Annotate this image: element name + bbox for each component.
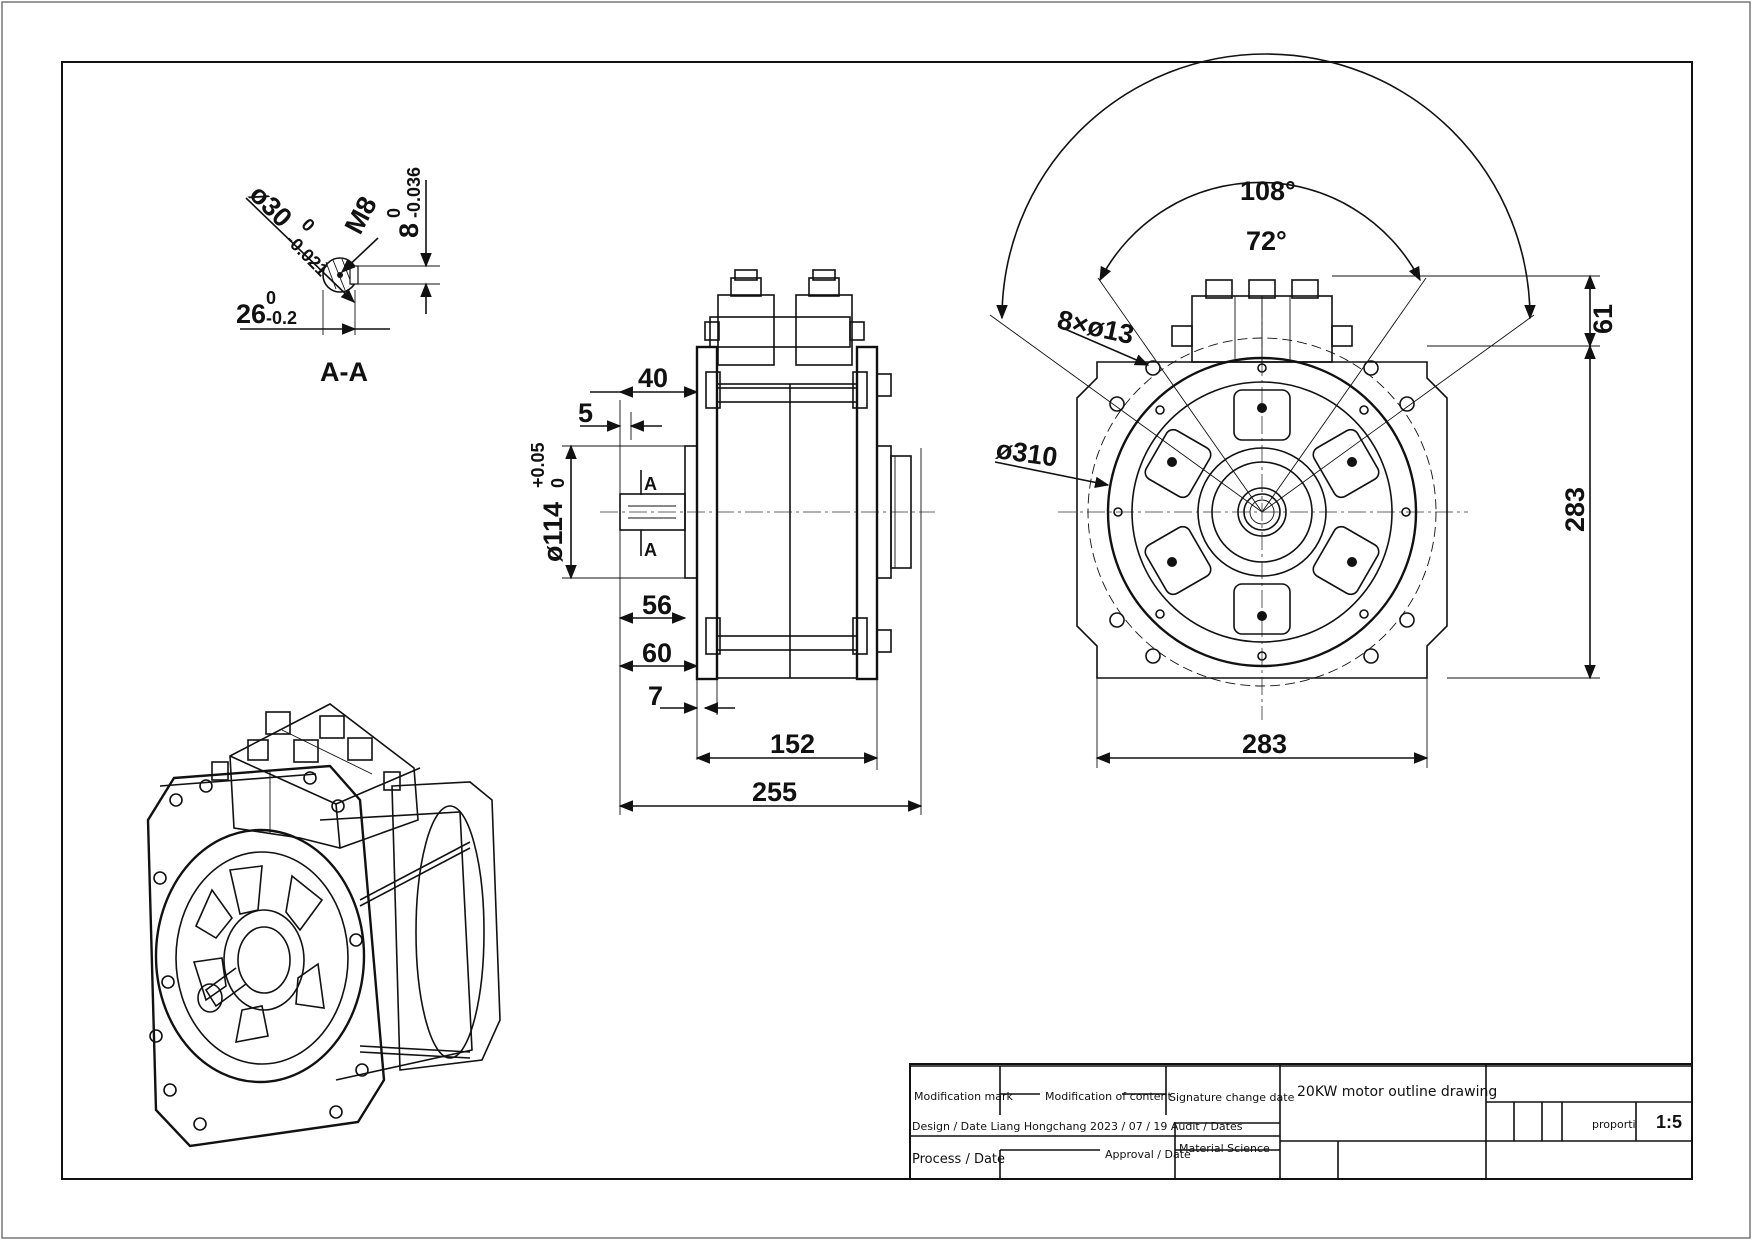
dim-61: 61 — [1588, 304, 1618, 334]
signature-change-date-label: Signature change date — [1169, 1091, 1295, 1104]
modification-mark-label: Modification mark — [914, 1090, 1014, 1103]
material-label: Material Science — [1179, 1142, 1270, 1155]
dim-60: 60 — [642, 638, 672, 668]
shaft-tol-lower: -0.021 — [282, 230, 332, 280]
section-label: A-A — [320, 357, 368, 387]
key-width-tol-lower: -0.036 — [404, 167, 424, 218]
angle-72: 72° — [1246, 226, 1287, 256]
side-view: A A 40 5 ø114 +0.05 0 56 60 — [528, 269, 935, 815]
shaft-tol-upper: 0 — [297, 214, 318, 235]
process-date-label: Process / Date — [912, 1152, 1005, 1167]
section-mark-bottom: A — [644, 540, 657, 560]
height-283: 283 — [1560, 487, 1590, 532]
dim-56: 56 — [642, 590, 672, 620]
title-block: Modification mark Modification of conten… — [909, 1063, 1693, 1180]
dim-7: 7 — [648, 681, 663, 711]
design-line: Design / Date Liang Hongchang 2023 / 07 … — [912, 1120, 1243, 1133]
pilot-tol-upper: +0.05 — [528, 442, 548, 488]
dim-255: 255 — [752, 777, 797, 807]
key-depth-tol-upper: 0 — [266, 288, 276, 308]
drawing-title: 20KW motor outline drawing — [1297, 1084, 1497, 1100]
shaft-diameter-label: ø30 — [244, 179, 298, 233]
key-width-tol-upper: 0 — [384, 208, 404, 218]
key-width-label: 8 — [394, 223, 424, 238]
modification-content-label: Modification of content — [1045, 1090, 1172, 1103]
dim-152: 152 — [770, 729, 815, 759]
front-view: 108° 72° — [989, 53, 1618, 768]
dim-40: 40 — [638, 363, 668, 393]
pilot-tol-lower: 0 — [548, 478, 568, 488]
pcd-label: ø310 — [994, 434, 1059, 472]
section-mark-top: A — [644, 474, 657, 494]
approval-date-label: Approval / Date — [1105, 1148, 1191, 1161]
isometric-view — [146, 703, 501, 1148]
scale-value: 1:5 — [1656, 1112, 1682, 1132]
pilot-diameter-label: ø114 — [538, 502, 568, 562]
drawing-frame — [61, 61, 1693, 1180]
proportion-label: proporti — [1592, 1118, 1636, 1131]
key-depth-tol-lower: -0.2 — [266, 308, 297, 328]
key-depth-label: 26 — [236, 299, 266, 329]
angle-108: 108° — [1240, 176, 1296, 206]
section-view-a-a: ø30 0 -0.021 M8 8 0 -0.036 26 0 -0.2 A-A — [236, 167, 440, 387]
dim-5: 5 — [578, 398, 593, 428]
width-283: 283 — [1242, 729, 1287, 759]
thread-label: M8 — [339, 192, 383, 239]
